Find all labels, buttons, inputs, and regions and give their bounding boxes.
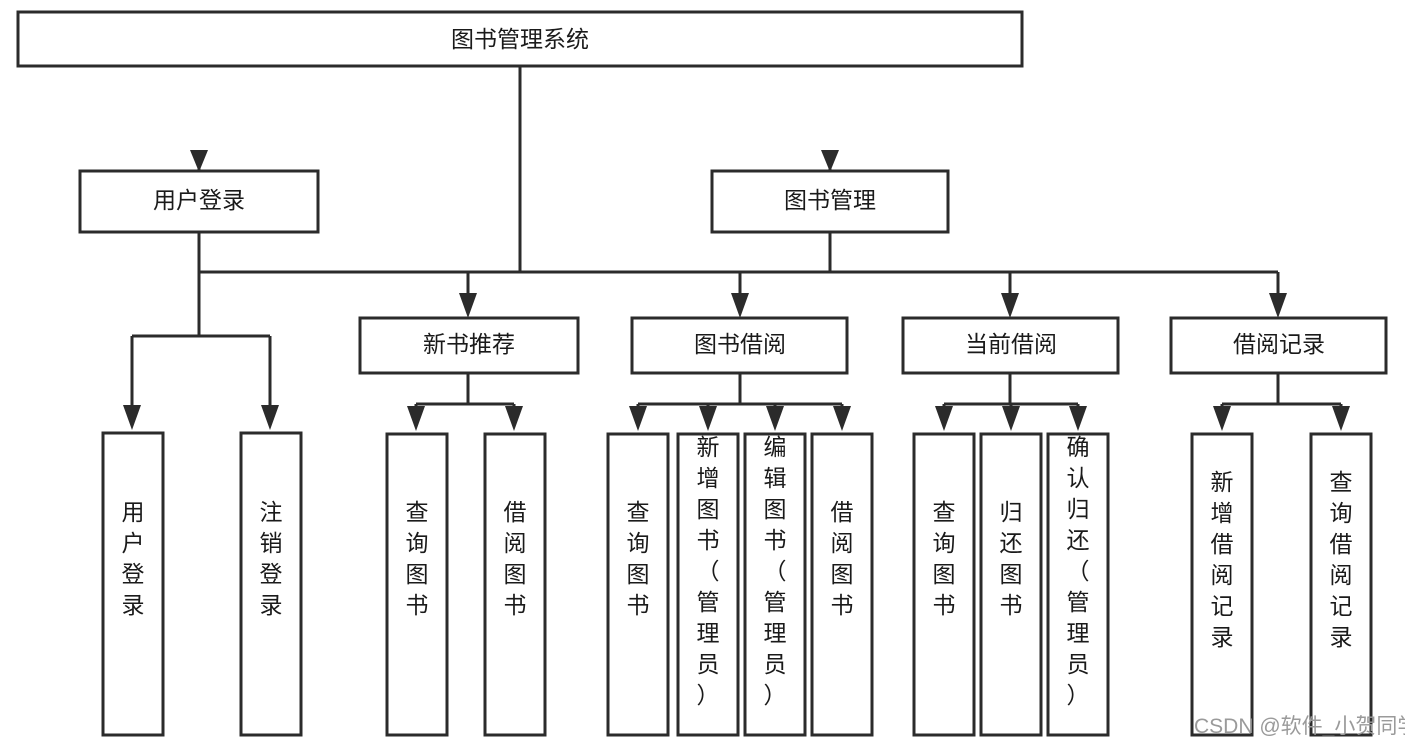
node-leaf-borrow-book-1[interactable]: 借阅图书 xyxy=(483,432,547,737)
node-leaf-edit-book-label: 编辑图书（管理员） xyxy=(764,434,787,708)
node-leaf-edit-book[interactable]: 编辑图书（管理员） xyxy=(743,432,807,737)
node-leaf-add-record[interactable]: 新增借阅记录 xyxy=(1190,432,1254,737)
node-current-borrow-label: 当前借阅 xyxy=(965,331,1057,357)
node-leaf-add-record-label: 新增借阅记录 xyxy=(1211,469,1234,650)
node-new-book-rec[interactable]: 新书推荐 xyxy=(358,316,580,375)
arrowhead-borrow-book-1 xyxy=(505,406,523,431)
node-leaf-query-book-3[interactable]: 查询图书 xyxy=(912,432,976,737)
node-book-borrow-box[interactable] xyxy=(630,316,849,375)
connector-group-user-login-children xyxy=(123,232,279,430)
connector-group-book-borrow-children xyxy=(629,373,851,431)
node-leaf-query-record[interactable]: 查询借阅记录 xyxy=(1309,432,1373,737)
arrowhead-query-book-1 xyxy=(407,406,425,431)
node-book-borrow-label: 图书借阅 xyxy=(694,331,786,357)
node-borrow-record-label: 借阅记录 xyxy=(1233,331,1325,357)
node-leaf-query-record-label: 查询借阅记录 xyxy=(1330,469,1353,650)
node-book-manage-box[interactable] xyxy=(710,169,950,234)
arrowhead-query-record xyxy=(1332,406,1350,431)
node-leaf-add-book-box[interactable] xyxy=(676,432,740,737)
node-leaf-return-book-box[interactable] xyxy=(979,432,1043,737)
arrowhead-new-book-rec xyxy=(459,293,477,318)
node-leaf-confirm-return-label: 确认归还（管理员） xyxy=(1067,434,1090,708)
node-new-book-rec-label: 新书推荐 xyxy=(423,331,515,357)
node-leaf-query-book-1-label: 查询图书 xyxy=(406,499,429,618)
arrowhead-add-book xyxy=(699,406,717,431)
node-root-label: 图书管理系统 xyxy=(451,26,589,52)
node-new-book-rec-box[interactable] xyxy=(358,316,580,375)
node-leaf-user-login[interactable]: 用户登录 xyxy=(101,431,165,737)
arrowhead-borrow-book-2 xyxy=(833,406,851,431)
node-leaf-confirm-return[interactable]: 确认归还（管理员） xyxy=(1046,432,1110,737)
node-leaf-borrow-book-2-box[interactable] xyxy=(810,432,874,737)
node-leaf-user-login-box[interactable] xyxy=(101,431,165,737)
node-leaf-add-record-box[interactable] xyxy=(1190,432,1254,737)
node-root[interactable]: 图书管理系统 xyxy=(16,10,1024,68)
arrowhead-book-manage xyxy=(821,150,839,172)
node-leaf-return-book-label: 归还图书 xyxy=(1000,499,1023,618)
arrowhead-user-login xyxy=(190,150,208,172)
node-leaf-query-book-1-box[interactable] xyxy=(385,432,449,737)
node-leaf-query-book-2-box[interactable] xyxy=(606,432,670,737)
connector-group-new-book-rec-children xyxy=(407,373,523,431)
watermark-text: CSDN @软件_小贺同学 xyxy=(1194,715,1405,738)
node-leaf-query-book-2[interactable]: 查询图书 xyxy=(606,432,670,737)
arrowhead-leaf-logout xyxy=(261,405,279,430)
arrowhead-query-book-3 xyxy=(935,406,953,431)
connector-group-current-borrow-children xyxy=(935,373,1087,431)
arrowhead-leaf-user-login xyxy=(123,405,141,430)
node-leaf-logout[interactable]: 注销登录 xyxy=(239,431,303,737)
node-current-borrow[interactable]: 当前借阅 xyxy=(901,316,1120,375)
node-book-borrow[interactable]: 图书借阅 xyxy=(630,316,849,375)
node-user-login-box[interactable] xyxy=(78,169,320,234)
node-leaf-query-record-box[interactable] xyxy=(1309,432,1373,737)
node-borrow-record[interactable]: 借阅记录 xyxy=(1169,316,1388,375)
node-user-login-label: 用户登录 xyxy=(153,187,245,213)
arrowhead-current-borrow xyxy=(1001,293,1019,318)
connector-group-root-to-level2 xyxy=(190,66,839,274)
connector-group-book-manage-children xyxy=(459,232,1287,318)
node-leaf-query-book-3-label: 查询图书 xyxy=(933,499,956,618)
connector-group-borrow-record-children xyxy=(1213,373,1350,431)
node-leaf-logout-box[interactable] xyxy=(239,431,303,737)
node-leaf-user-login-label: 用户登录 xyxy=(122,499,145,618)
arrowhead-book-borrow xyxy=(731,293,749,318)
arrowhead-return-book xyxy=(1002,406,1020,431)
node-leaf-return-book[interactable]: 归还图书 xyxy=(979,432,1043,737)
node-borrow-record-box[interactable] xyxy=(1169,316,1388,375)
node-leaf-borrow-book-1-label: 借阅图书 xyxy=(504,499,527,618)
node-current-borrow-box[interactable] xyxy=(901,316,1120,375)
node-user-login[interactable]: 用户登录 xyxy=(78,169,320,234)
node-leaf-borrow-book-1-box[interactable] xyxy=(483,432,547,737)
node-book-manage-label: 图书管理 xyxy=(784,187,876,213)
node-leaf-query-book-2-label: 查询图书 xyxy=(627,499,650,618)
arrowhead-query-book-2 xyxy=(629,406,647,431)
node-leaf-confirm-return-box[interactable] xyxy=(1046,432,1110,737)
node-leaf-query-book-1[interactable]: 查询图书 xyxy=(385,432,449,737)
node-leaf-borrow-book-2-label: 借阅图书 xyxy=(831,499,854,618)
arrowhead-confirm-return xyxy=(1069,406,1087,431)
node-root-box[interactable] xyxy=(16,10,1024,68)
arrowhead-add-record xyxy=(1213,406,1231,431)
node-leaf-borrow-book-2[interactable]: 借阅图书 xyxy=(810,432,874,737)
node-leaf-add-book[interactable]: 新增图书（管理员） xyxy=(676,432,740,737)
node-book-manage[interactable]: 图书管理 xyxy=(710,169,950,234)
arrowhead-edit-book xyxy=(766,406,784,431)
node-leaf-query-book-3-box[interactable] xyxy=(912,432,976,737)
node-leaf-edit-book-box[interactable] xyxy=(743,432,807,737)
arrowhead-borrow-record xyxy=(1269,293,1287,318)
node-leaf-add-book-label: 新增图书（管理员） xyxy=(697,434,720,708)
node-leaf-logout-label: 注销登录 xyxy=(260,499,283,618)
